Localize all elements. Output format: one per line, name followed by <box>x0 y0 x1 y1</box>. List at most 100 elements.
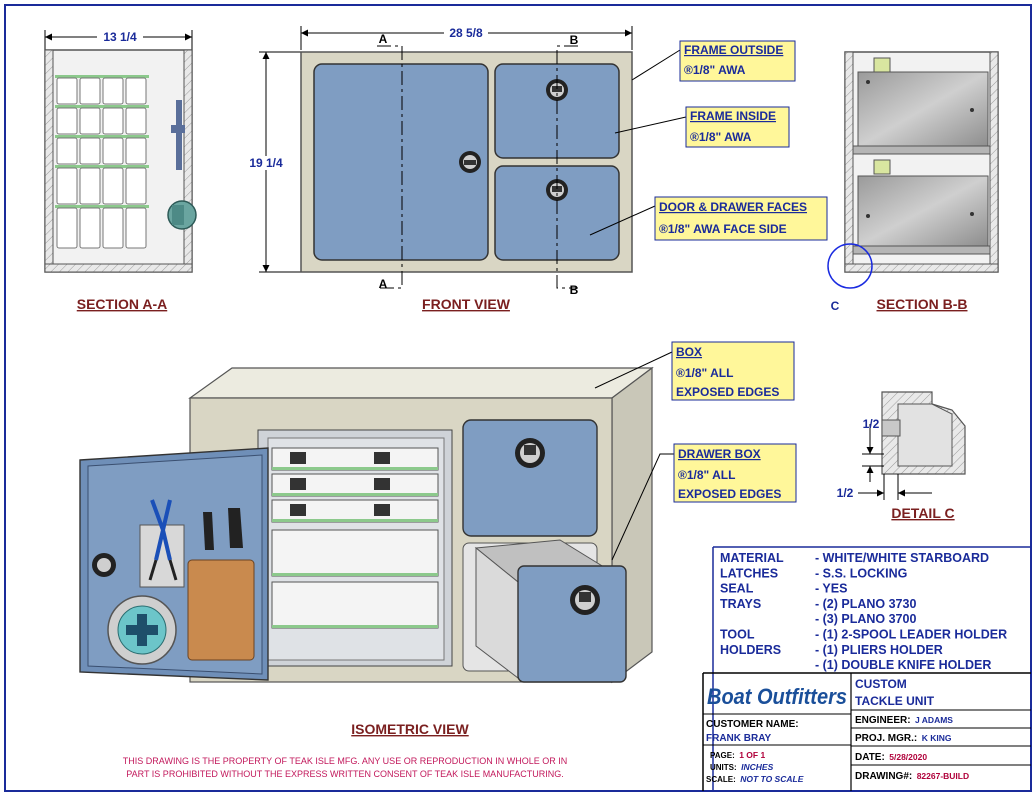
iso-lower-drawer <box>517 565 627 683</box>
detail-dim-a: 1/2 <box>863 417 880 431</box>
spec-value: - (3) PLANO 3700 <box>815 612 916 626</box>
spec-value: - (1) 2-SPOOL LEADER HOLDER <box>815 628 1007 642</box>
iso-tray-rail <box>272 519 438 522</box>
svg-text:DRAWING#: 82267-BUILD: DRAWING#: 82267-BUILD <box>855 766 969 783</box>
iso-tray-rail <box>272 467 438 470</box>
tray-compartment <box>79 107 101 135</box>
svg-text:UNITS: INCHES: UNITS: INCHES <box>710 757 774 774</box>
svg-text:FRAME INSIDE: FRAME INSIDE <box>690 109 776 123</box>
iso-lower-latch <box>570 585 600 615</box>
spec-label: SEAL <box>720 582 754 596</box>
iso-tray-latch <box>374 478 390 490</box>
disclaimer-line2: PART IS PROHIBITED WITHOUT THE EXPRESS W… <box>126 769 563 779</box>
project-line1: CUSTOM <box>855 677 907 691</box>
front-view: 28 5/8 19 1/4 A A B B FRONT VIEW <box>246 26 633 312</box>
detail-dim-b: 1/2 <box>837 486 854 500</box>
spec-label: TRAYS <box>720 597 761 611</box>
tray-compartment <box>125 167 147 205</box>
tray-compartment <box>125 107 147 135</box>
iso-tray <box>271 581 439 629</box>
tray-compartment <box>125 137 147 165</box>
spec-label: MATERIAL <box>720 551 784 565</box>
iso-tray-rail <box>272 573 438 576</box>
section-marker-a-top: A <box>379 32 388 46</box>
svg-text:EXPOSED EDGES: EXPOSED EDGES <box>678 487 781 501</box>
tray-rail <box>55 205 149 208</box>
iso-knife-holder <box>187 508 255 661</box>
section-marker-b-top: B <box>570 33 579 47</box>
iso-door-latch <box>92 553 116 577</box>
detail-c-view: 1/2 1/2 DETAIL C <box>837 391 966 521</box>
iso-tray-latch <box>290 452 306 464</box>
door-panel <box>313 63 489 261</box>
callout-frame-outside: FRAME OUTSIDE ®1/8" AWA <box>631 40 796 82</box>
customer-label: CUSTOMER NAME: <box>706 719 799 730</box>
section-aa-title: SECTION A-A <box>77 296 167 312</box>
sheet-border <box>4 4 1032 792</box>
company-logo: Boat Outfitters <box>707 684 847 709</box>
tray-compartment <box>79 77 101 105</box>
project-line2: TACKLE UNIT <box>855 694 935 708</box>
svg-text:FRAME OUTSIDE: FRAME OUTSIDE <box>684 43 783 57</box>
front-view-title: FRONT VIEW <box>422 296 511 312</box>
specs-block: MATERIAL- WHITE/WHITE STARBOARDLATCHES- … <box>712 546 1031 791</box>
section-width-dim: 13 1/4 <box>103 30 137 44</box>
isometric-view: ISOMETRIC VIEW <box>79 366 654 737</box>
page-value: 1 OF 1 <box>739 750 765 760</box>
tray-compartment <box>102 137 124 165</box>
detail-c-circle <box>827 243 873 289</box>
scale-label: SCALE: <box>706 775 736 784</box>
section-aa-view: 13 1/4 SECTION A-A <box>44 30 197 312</box>
drawing-value: 82267-BUILD <box>917 771 969 781</box>
spec-label: HOLDERS <box>720 643 781 657</box>
spec-value: - (1) PLIERS HOLDER <box>815 643 943 657</box>
tray-rail <box>55 165 149 168</box>
svg-text:PROJ. MGR.: K KING: PROJ. MGR.: K KING <box>855 728 952 745</box>
svg-text:DOOR & DRAWER FACES: DOOR & DRAWER FACES <box>659 200 807 214</box>
scale-value: NOT TO SCALE <box>740 774 803 784</box>
svg-text:®1/8" AWA: ®1/8" AWA <box>690 130 752 144</box>
isometric-view-title: ISOMETRIC VIEW <box>351 721 469 737</box>
front-width-dim: 28 5/8 <box>449 26 483 40</box>
spec-value: - (2) PLANO 3730 <box>815 597 916 611</box>
svg-text:®1/8" ALL: ®1/8" ALL <box>678 468 735 482</box>
engineer-label: ENGINEER: <box>855 715 911 726</box>
section-marker-c: C <box>831 299 840 313</box>
date-value: 5/28/2020 <box>889 752 927 762</box>
spec-value: - YES <box>815 582 847 596</box>
detail-c-title: DETAIL C <box>891 505 954 521</box>
tray-rail <box>55 75 149 78</box>
spec-value: - (1) DOUBLE KNIFE HOLDER <box>815 658 991 672</box>
iso-tray-latch <box>290 478 306 490</box>
tray-compartment <box>56 137 78 165</box>
section-bb-title: SECTION B-B <box>877 296 968 312</box>
iso-tray-latch <box>290 504 306 516</box>
tray-compartment <box>102 107 124 135</box>
section-marker-b-bottom: B <box>570 283 579 297</box>
tray-compartment <box>79 207 101 249</box>
svg-text:®1/8" AWA: ®1/8" AWA <box>684 63 746 77</box>
iso-tray <box>271 529 439 577</box>
tray-compartment <box>56 107 78 135</box>
iso-tray-rail <box>272 625 438 628</box>
page-label: PAGE: <box>710 751 735 760</box>
customer-value: FRANK BRAY <box>706 733 772 744</box>
spec-label: TOOL <box>720 628 755 642</box>
disclaimer-line1: THIS DRAWING IS THE PROPERTY OF TEAK ISL… <box>123 756 567 766</box>
tray-compartment <box>79 137 101 165</box>
section-bb-view: C SECTION B-B <box>827 51 999 313</box>
svg-text:®1/8" AWA FACE SIDE: ®1/8" AWA FACE SIDE <box>659 222 787 236</box>
door-latch <box>459 151 481 173</box>
iso-leader-spool <box>107 595 177 665</box>
iso-tray-latch <box>374 504 390 516</box>
svg-text:EXPOSED EDGES: EXPOSED EDGES <box>676 385 779 399</box>
tray-compartment <box>56 77 78 105</box>
svg-text:SCALE: NOT TO SCALE: SCALE: NOT TO SCALE <box>706 769 804 786</box>
tray-compartment <box>125 77 147 105</box>
svg-text:DRAWER BOX: DRAWER BOX <box>678 447 761 461</box>
svg-text:ENGINEER: J ADAMS: ENGINEER: J ADAMS <box>855 710 953 727</box>
iso-upper-latch <box>515 438 545 468</box>
tray-compartment <box>79 167 101 205</box>
svg-text:®1/8" ALL: ®1/8" ALL <box>676 366 733 380</box>
title-block: Boat Outfitters CUSTOM TACKLE UNIT CUSTO… <box>702 672 1031 791</box>
